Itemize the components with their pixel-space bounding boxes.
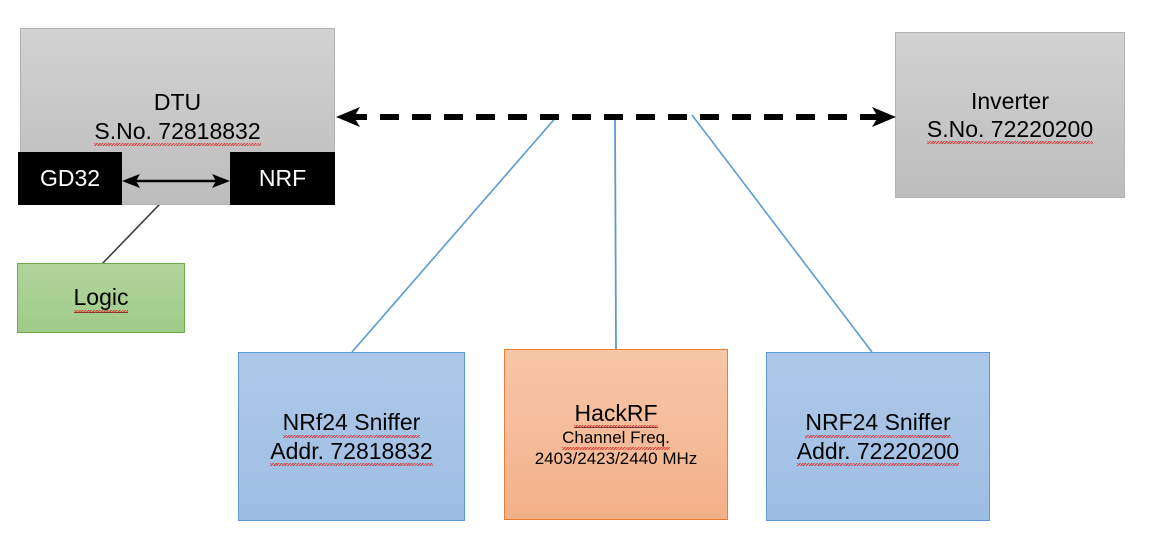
sniffer-left-addr-text: Addr. 72818832	[270, 437, 434, 466]
inverter-serial: S.No. 72220200	[926, 115, 1094, 145]
sniffer-right-addr: Addr. 72220200	[796, 437, 960, 466]
hackrf-sub: Channel Freq.	[562, 428, 670, 450]
hackrf-title: HackRF	[574, 399, 658, 429]
connector-tap-middle	[614, 114, 617, 350]
sniffer-right-title: NRF24 Sniffer	[805, 408, 951, 438]
connector-tap-left	[351, 114, 559, 353]
node-dtu[interactable]: DTU S.No. 72818832	[20, 28, 335, 205]
node-sniffer-left[interactable]: NRf24 Sniffer Addr. 72818832	[238, 352, 465, 521]
sniffer-left-title-text: NRf24 Sniffer	[282, 409, 421, 438]
sniffer-right-addr-text: Addr. 72220200	[796, 437, 960, 466]
node-sniffer-right[interactable]: NRF24 Sniffer Addr. 72220200	[766, 352, 990, 521]
sniffer-right-title-text: NRF24 Sniffer	[805, 409, 951, 438]
nrf-label: NRF	[258, 165, 307, 192]
sniffer-left-addr: Addr. 72818832	[270, 437, 434, 466]
hackrf-title-text: HackRF	[574, 399, 658, 429]
hackrf-sub-text: Channel Freq.	[562, 428, 670, 450]
dtu-serial-text: S.No. 72818832	[94, 117, 261, 146]
dtu-serial: S.No. 72818832	[94, 117, 261, 146]
node-logic[interactable]: Logic	[17, 263, 185, 333]
node-gd32[interactable]: GD32	[18, 152, 122, 205]
node-inverter[interactable]: Inverter S.No. 72220200	[895, 32, 1125, 198]
hackrf-freq: 2403/2423/2440 MHz	[534, 449, 698, 469]
node-hackrf[interactable]: HackRF Channel Freq. 2403/2423/2440 MHz	[504, 349, 728, 520]
dtu-title: DTU	[153, 89, 202, 116]
sniffer-left-title: NRf24 Sniffer	[282, 408, 421, 438]
inverter-title: Inverter	[971, 87, 1049, 114]
gd32-label: GD32	[39, 165, 101, 192]
inverter-serial-text: S.No. 72220200	[926, 116, 1094, 145]
logic-label: Logic	[73, 283, 129, 313]
connector-rf-link	[336, 107, 896, 127]
connector-tap-right	[691, 114, 873, 353]
node-nrf[interactable]: NRF	[230, 152, 335, 205]
